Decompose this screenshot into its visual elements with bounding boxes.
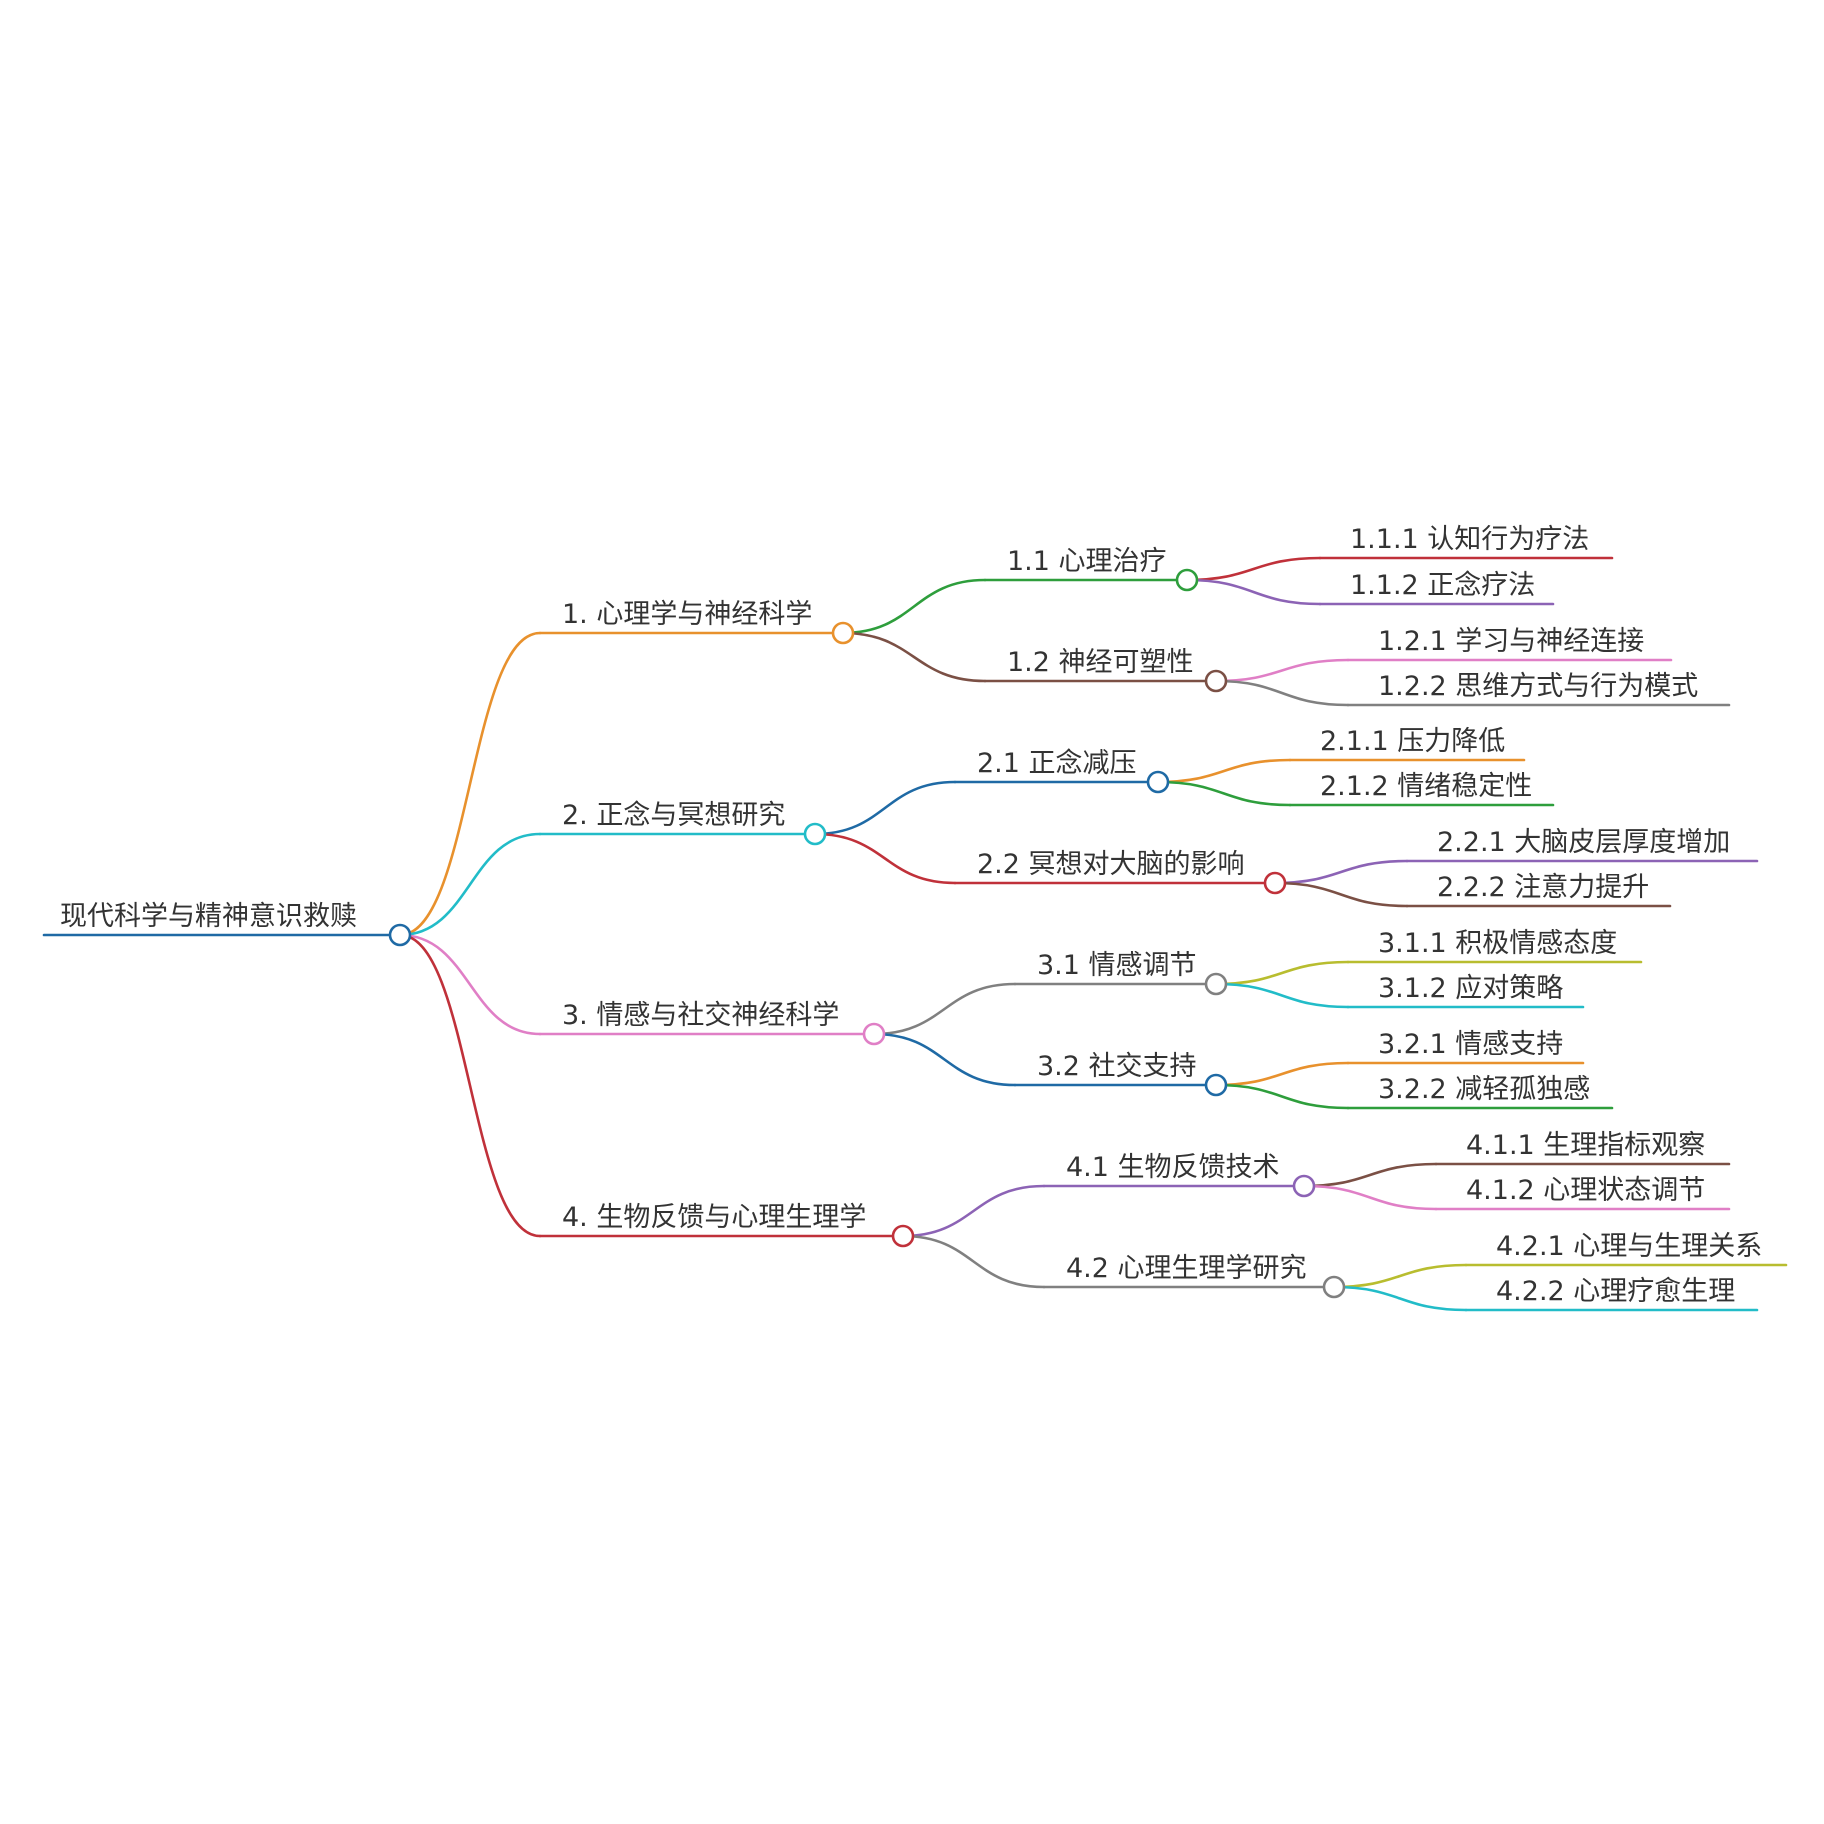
mindmap-nodes: 现代科学与精神意识救赎 1. 心理学与神经科学 1.1 心理治疗 1.1.1 认知行为… xyxy=(60,524,1762,1307)
leaf-link-2-1-1 xyxy=(1156,758,1292,784)
branch-node-label-4[interactable]: 4. 生物反馈与心理生理学 xyxy=(562,1202,866,1233)
leaf-node-label-1-1-1[interactable]: 1.1.1 认知行为疗法 xyxy=(1350,524,1589,555)
leaf-node-label-3-1-1[interactable]: 3.1.1 积极情感态度 xyxy=(1378,928,1617,959)
leaf-node-label-4-1-1[interactable]: 4.1.1 生理指标观察 xyxy=(1466,1130,1705,1161)
subbranch-node-circle-2-1[interactable] xyxy=(1146,770,1170,794)
leaf-node-label-2-2-1[interactable]: 2.2.1 大脑皮层厚度增加 xyxy=(1437,827,1730,858)
subbranch-node-label-2-1[interactable]: 2.1 正念减压 xyxy=(977,748,1137,779)
subbranch-link-3-1 xyxy=(872,982,1017,1036)
subbranch-link-2-1 xyxy=(813,780,957,836)
subbranch-node-circle-1-2[interactable] xyxy=(1204,669,1228,693)
leaf-link-3-2-1 xyxy=(1214,1061,1350,1087)
leaf-link-3-1-1 xyxy=(1214,960,1350,986)
branch-node-label-1[interactable]: 1. 心理学与神经科学 xyxy=(562,599,812,630)
leaf-node-label-2-1-1[interactable]: 2.1.1 压力降低 xyxy=(1320,726,1505,757)
subbranch-link-3-2 xyxy=(872,1032,1017,1087)
subbranch-node-label-3-2[interactable]: 3.2 社交支持 xyxy=(1037,1051,1197,1082)
subbranch-node-label-2-2[interactable]: 2.2 冥想对大脑的影响 xyxy=(977,849,1245,880)
leaf-node-label-3-1-2[interactable]: 3.1.2 应对策略 xyxy=(1378,973,1563,1004)
root-node-circle[interactable] xyxy=(388,923,412,947)
leaf-link-4-2-2 xyxy=(1332,1285,1468,1312)
subbranch-node-label-1-2[interactable]: 1.2 神经可塑性 xyxy=(1007,647,1194,678)
mindmap-links xyxy=(42,556,1788,1312)
branch-link-1 xyxy=(398,631,542,937)
subbranch-link-4-1 xyxy=(901,1184,1046,1238)
leaf-link-2-1-2 xyxy=(1156,780,1292,807)
subbranch-node-label-1-1[interactable]: 1.1 心理治疗 xyxy=(1007,546,1167,577)
leaf-link-4-2-1 xyxy=(1332,1263,1468,1289)
leaf-link-1-1-1 xyxy=(1185,556,1322,582)
leaf-node-label-4-1-2[interactable]: 4.1.2 心理状态调节 xyxy=(1466,1175,1705,1206)
subbranch-node-circle-3-2[interactable] xyxy=(1204,1073,1228,1097)
subbranch-link-4-2 xyxy=(901,1234,1046,1289)
subbranch-node-label-4-1[interactable]: 4.1 生物反馈技术 xyxy=(1066,1152,1280,1183)
subbranch-link-1-1 xyxy=(841,578,987,635)
subbranch-node-circle-3-1[interactable] xyxy=(1204,972,1228,996)
leaf-link-2-2-1 xyxy=(1273,859,1409,885)
leaf-node-label-3-2-2[interactable]: 3.2.2 减轻孤独感 xyxy=(1378,1074,1590,1105)
subbranch-link-1-2 xyxy=(841,631,987,683)
leaf-link-1-2-1 xyxy=(1214,658,1350,683)
subbranch-node-circle-1-1[interactable] xyxy=(1175,568,1199,592)
leaf-link-4-1-2 xyxy=(1302,1184,1438,1211)
subbranch-link-2-2 xyxy=(813,832,957,885)
leaf-link-1-2-2 xyxy=(1214,679,1350,707)
leaf-node-label-2-2-2[interactable]: 2.2.2 注意力提升 xyxy=(1437,872,1649,903)
leaf-node-label-1-1-2[interactable]: 1.1.2 正念疗法 xyxy=(1350,570,1535,601)
branch-link-4 xyxy=(398,933,542,1238)
leaf-link-4-1-1 xyxy=(1302,1162,1438,1188)
branch-node-circle-2[interactable] xyxy=(803,822,827,846)
subbranch-node-circle-4-1[interactable] xyxy=(1292,1174,1316,1198)
leaf-node-label-1-2-1[interactable]: 1.2.1 学习与神经连接 xyxy=(1378,626,1644,657)
subbranch-node-label-3-1[interactable]: 3.1 情感调节 xyxy=(1037,950,1197,981)
branch-node-label-3[interactable]: 3. 情感与社交神经科学 xyxy=(562,1000,839,1031)
leaf-node-label-4-2-1[interactable]: 4.2.1 心理与生理关系 xyxy=(1496,1231,1762,1262)
leaf-node-label-3-2-1[interactable]: 3.2.1 情感支持 xyxy=(1378,1029,1563,1060)
branch-node-label-2[interactable]: 2. 正念与冥想研究 xyxy=(562,800,785,831)
branch-link-2 xyxy=(398,832,542,937)
leaf-node-label-1-2-2[interactable]: 1.2.2 思维方式与行为模式 xyxy=(1378,671,1698,702)
branch-node-circle-3[interactable] xyxy=(862,1022,886,1046)
subbranch-node-circle-2-2[interactable] xyxy=(1263,871,1287,895)
branch-link-3 xyxy=(398,933,542,1036)
leaf-link-2-2-2 xyxy=(1273,881,1409,908)
leaf-node-label-4-2-2[interactable]: 4.2.2 心理疗愈生理 xyxy=(1496,1276,1735,1307)
leaf-link-3-1-2 xyxy=(1214,982,1350,1009)
leaf-node-label-2-1-2[interactable]: 2.1.2 情绪稳定性 xyxy=(1320,771,1532,802)
root-node-label[interactable]: 现代科学与精神意识救赎 xyxy=(60,901,357,932)
branch-node-circle-1[interactable] xyxy=(831,621,855,645)
subbranch-node-circle-4-2[interactable] xyxy=(1322,1275,1346,1299)
leaf-link-1-1-2 xyxy=(1185,578,1322,606)
branch-node-circle-4[interactable] xyxy=(891,1224,915,1248)
subbranch-node-label-4-2[interactable]: 4.2 心理生理学研究 xyxy=(1066,1253,1307,1284)
leaf-link-3-2-2 xyxy=(1214,1083,1350,1110)
